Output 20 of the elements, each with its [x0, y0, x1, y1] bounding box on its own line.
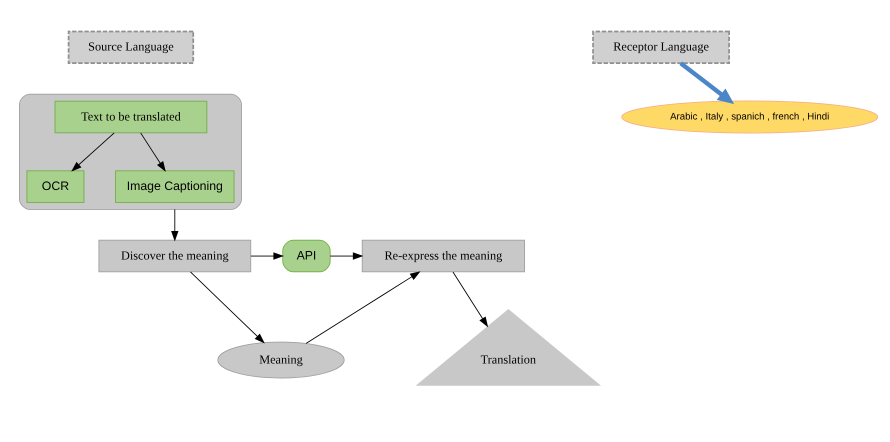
- node-box: Text to be translated: [54, 100, 208, 134]
- arrow: [452, 272, 488, 328]
- arrow: [171, 209, 178, 242]
- node-box: Re-express the meaning: [362, 240, 526, 272]
- node-box: Discover the meaning: [98, 240, 252, 272]
- node-box: API: [282, 240, 331, 272]
- arrow: [306, 271, 421, 344]
- cluster: [19, 94, 242, 210]
- node-box: Image Captioning: [115, 170, 234, 203]
- node-box: Source Language: [68, 30, 194, 64]
- arrow: [190, 272, 265, 344]
- node-box: OCR: [26, 170, 84, 203]
- arrow: [71, 132, 115, 172]
- node-ellipse: Meaning: [217, 342, 345, 378]
- node-ellipse: Arabic , Italy , spanich , french , Hindi: [621, 100, 878, 134]
- arrow: [250, 252, 284, 260]
- node-box: Receptor Language: [592, 30, 730, 64]
- arrow: [140, 132, 166, 172]
- arrow: [679, 62, 734, 104]
- arrow: [330, 252, 364, 260]
